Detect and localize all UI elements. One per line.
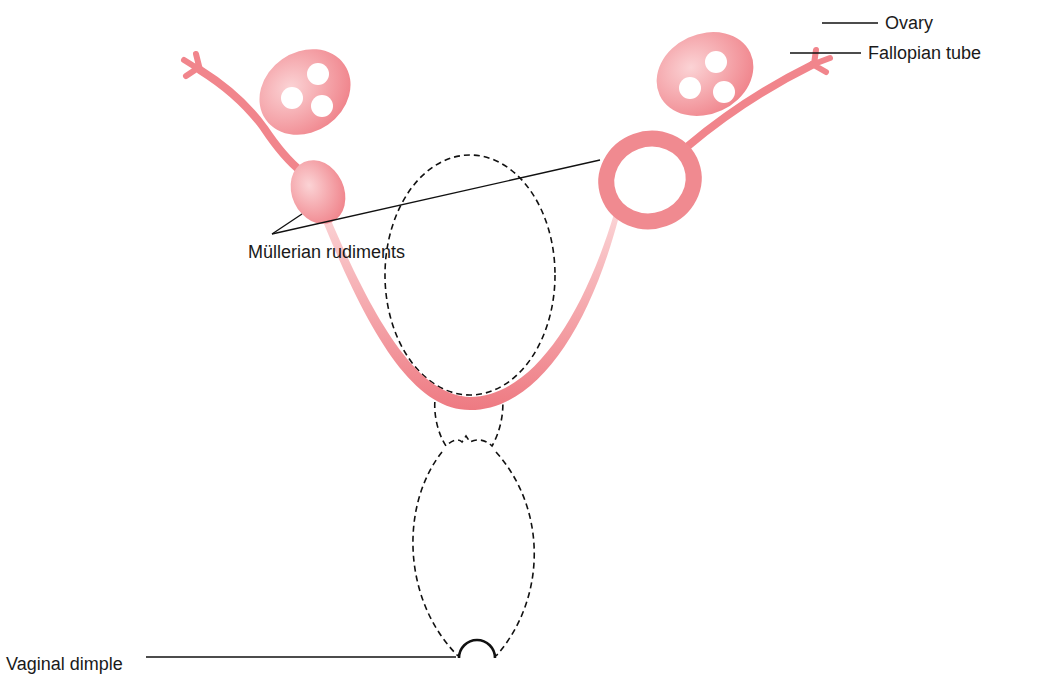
leader-line	[790, 52, 861, 53]
ovarian-follicle	[705, 51, 727, 73]
mullerian-rudiment	[595, 126, 706, 233]
ovary-shape	[643, 17, 767, 132]
ovarian-follicle	[307, 63, 329, 85]
part-label: Müllerian rudiments	[248, 241, 405, 263]
ovarian-follicle	[281, 87, 303, 109]
absent-vagina-outline	[496, 452, 534, 656]
part-label: Vaginal dimple	[6, 653, 123, 675]
ovarian-follicle	[679, 77, 701, 99]
part-label: Ovary	[885, 12, 933, 34]
ovarian-follicle	[311, 95, 333, 117]
leader-line	[822, 22, 878, 23]
ovary-shape	[243, 32, 368, 153]
vaginal-dimple-arc	[459, 640, 495, 658]
absent-vagina-outline	[413, 452, 458, 656]
leader-line	[146, 656, 456, 657]
absent-uterus-outline	[385, 155, 555, 395]
leader-line	[272, 160, 600, 234]
ovarian-follicle	[713, 81, 735, 103]
fimbriae	[184, 54, 200, 76]
part-label: Fallopian tube	[868, 42, 981, 64]
